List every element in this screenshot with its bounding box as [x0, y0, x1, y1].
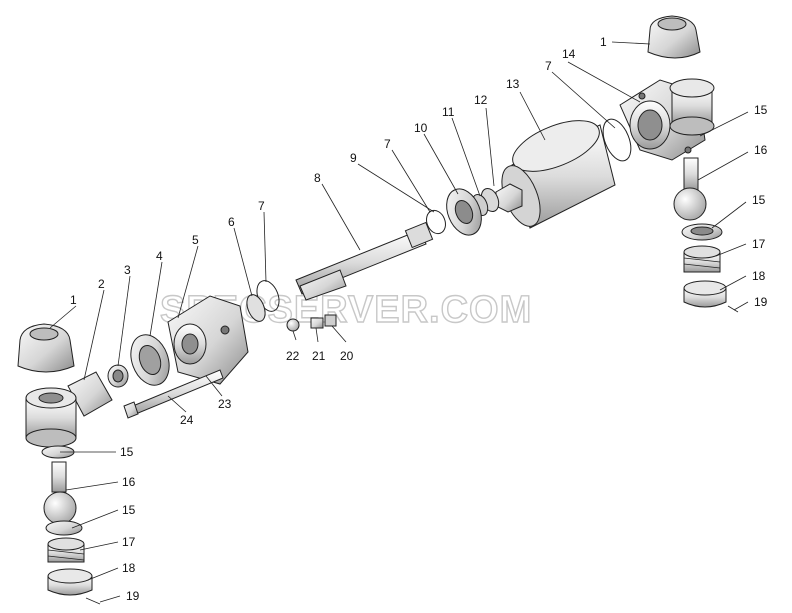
ball-22	[286, 318, 300, 332]
nut-3	[107, 364, 129, 388]
callout-1-left: 1	[70, 293, 77, 307]
callout-labels: 1 14 7 13 12 11 10 7 9 8 7 6 5 4 3 2 1 1…	[70, 35, 768, 603]
callout-8: 8	[314, 171, 321, 185]
ball-pin-right	[673, 157, 707, 221]
spring-21	[310, 317, 324, 329]
callout-20: 20	[340, 349, 354, 363]
nut	[495, 183, 523, 213]
valve-body	[167, 295, 249, 385]
callout-21: 21	[312, 349, 326, 363]
callout-19-left: 19	[126, 589, 140, 603]
o-ring-7-right	[602, 118, 632, 162]
callout-15-left-a: 15	[120, 445, 134, 459]
callout-16-left: 16	[122, 475, 136, 489]
callout-9: 9	[350, 151, 357, 165]
callout-18-left: 18	[122, 561, 136, 575]
callout-2: 2	[98, 277, 105, 291]
cotter-pin-right	[727, 305, 739, 313]
callout-15-right-a: 15	[754, 103, 768, 117]
plug-20	[324, 314, 337, 327]
callout-15-right-b: 15	[752, 193, 766, 207]
piston	[446, 188, 482, 236]
callout-19-right: 19	[754, 295, 768, 309]
cap-right	[683, 280, 727, 308]
callout-12: 12	[474, 93, 488, 107]
piston-rod	[295, 221, 434, 301]
seat-ring-right	[681, 223, 723, 241]
spring-right	[683, 245, 721, 273]
callout-10: 10	[414, 121, 428, 135]
callout-16-right: 16	[754, 143, 768, 157]
spring-left	[47, 537, 85, 563]
cotter-pin-left	[85, 597, 101, 605]
callout-17-right: 17	[752, 237, 766, 251]
cover-4	[130, 334, 170, 386]
callout-14: 14	[562, 47, 576, 61]
callout-13: 13	[506, 77, 520, 91]
callout-4: 4	[156, 249, 163, 263]
callout-7-left: 7	[258, 199, 265, 213]
cap-left	[47, 568, 93, 596]
callout-5: 5	[192, 233, 199, 247]
callout-23: 23	[218, 397, 232, 411]
boot-right	[647, 15, 701, 59]
cylinder-housing	[501, 120, 616, 229]
ball-pin-left	[43, 461, 77, 525]
callout-1-right: 1	[600, 35, 607, 49]
callout-15-left-b: 15	[122, 503, 136, 517]
callout-22: 22	[286, 349, 300, 363]
callout-7-right: 7	[545, 59, 552, 73]
boot-left	[17, 323, 75, 373]
bolt-24	[123, 369, 224, 419]
tie-rod-end-head-left	[25, 371, 113, 448]
callout-11: 11	[442, 105, 455, 119]
callout-3: 3	[124, 263, 131, 277]
seat-ring-left-b	[45, 520, 83, 536]
callout-24: 24	[180, 413, 194, 427]
callout-18-right: 18	[752, 269, 766, 283]
callout-6: 6	[228, 215, 235, 229]
tie-rod-end-head-right	[619, 78, 715, 161]
spacer-6	[246, 294, 266, 322]
callout-7-mid: 7	[384, 137, 391, 151]
callout-17-left: 17	[122, 535, 136, 549]
leader-lines	[49, 41, 749, 603]
